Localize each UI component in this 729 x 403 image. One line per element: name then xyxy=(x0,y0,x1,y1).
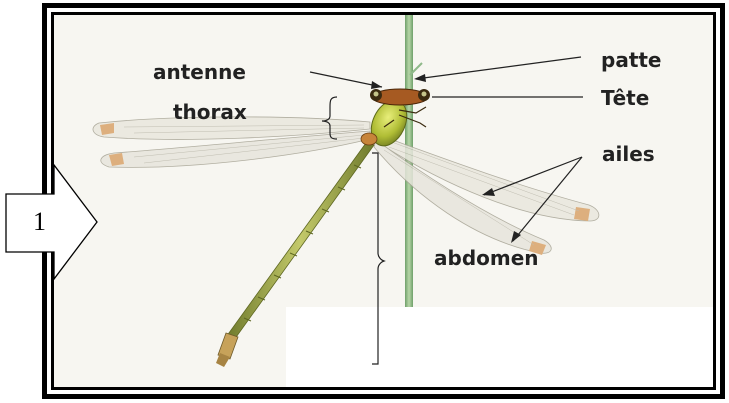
label-ailes: ailes xyxy=(602,144,655,164)
label-abdomen: abdomen xyxy=(434,248,539,268)
left-wings xyxy=(93,117,370,168)
dragonfly-illustration: antenne patte thorax Tête ailes abdomen xyxy=(54,15,713,387)
patte-pointer xyxy=(416,57,581,79)
label-antenne: antenne xyxy=(153,62,246,82)
step-callout-arrow xyxy=(0,0,110,300)
antenne-pointer xyxy=(310,72,382,87)
white-patch xyxy=(286,307,713,387)
step-number: 1 xyxy=(33,209,46,235)
label-patte: patte xyxy=(601,50,662,70)
label-thorax: thorax xyxy=(173,102,247,122)
label-tete: Tête xyxy=(601,88,649,108)
